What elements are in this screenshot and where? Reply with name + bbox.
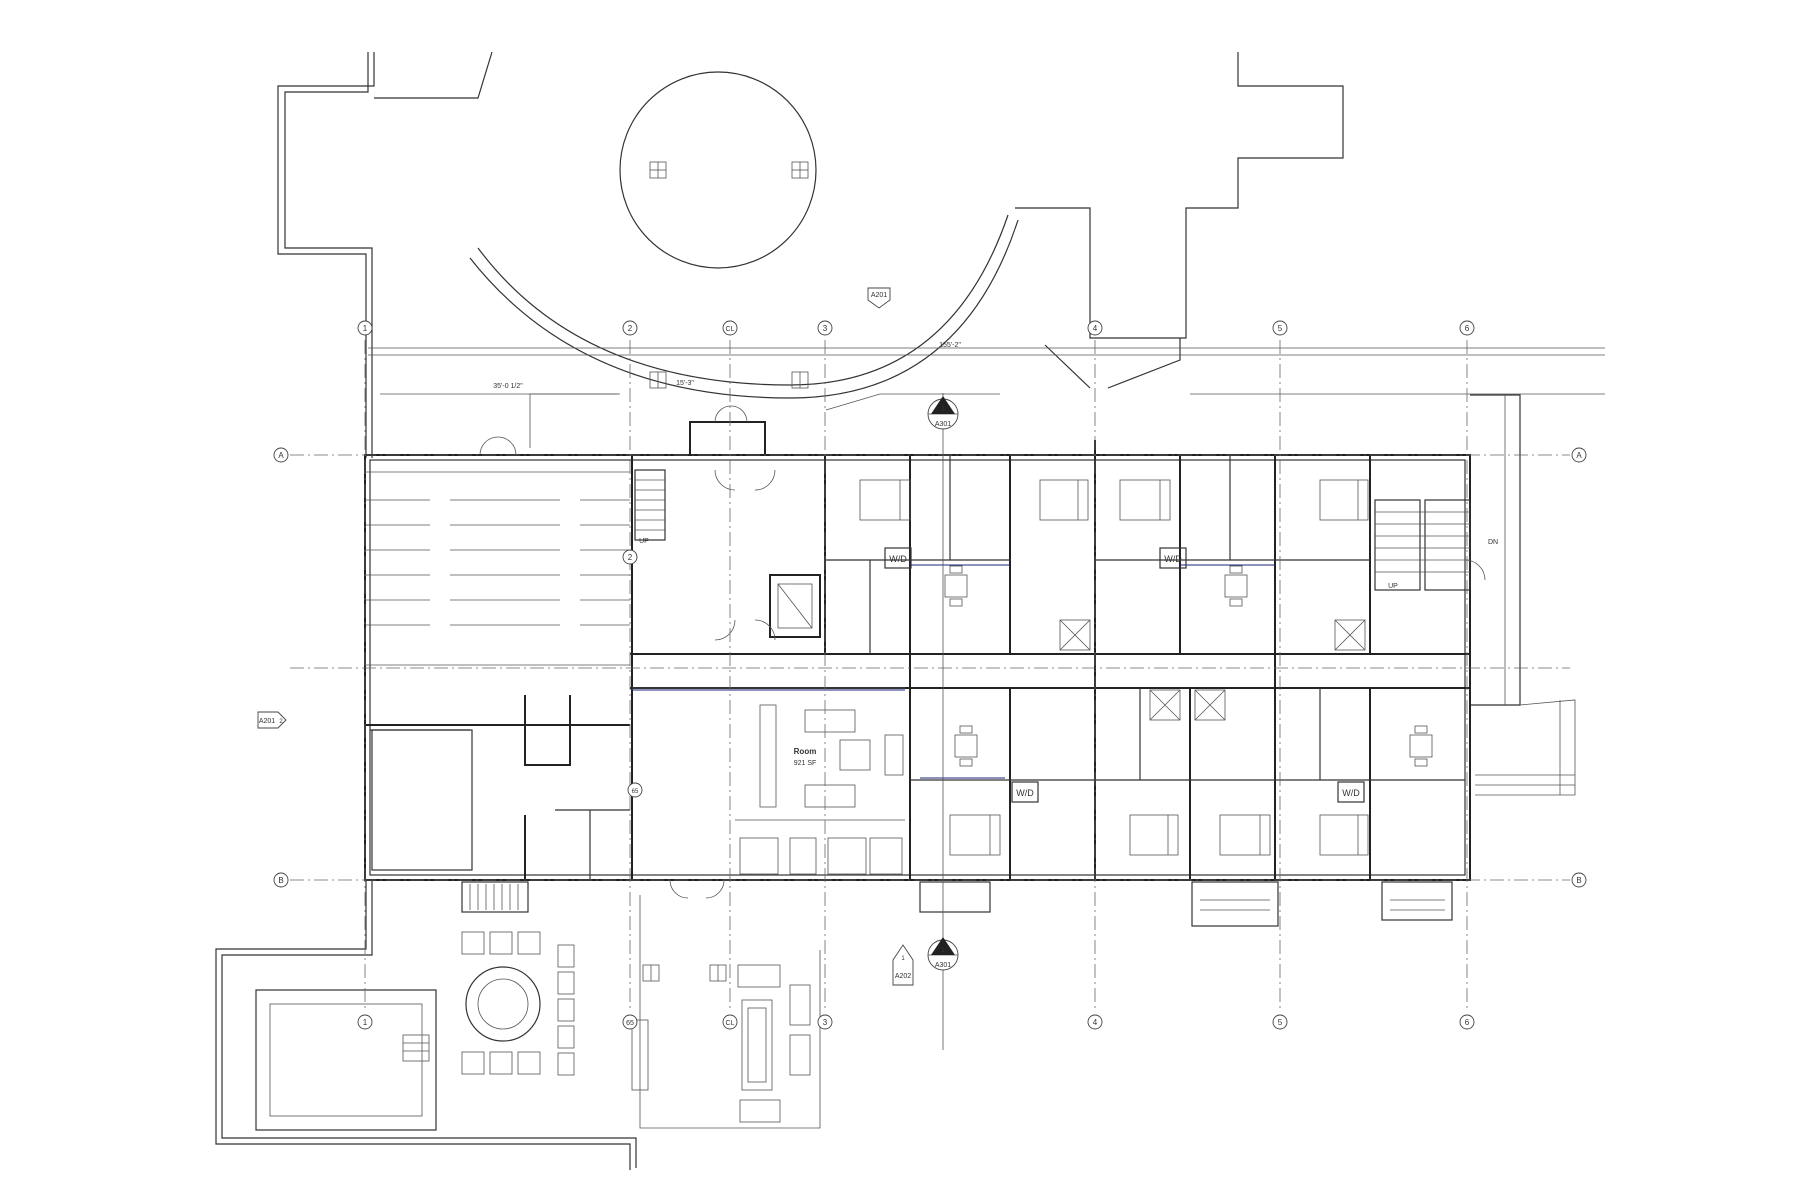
showers — [1059, 619, 1366, 721]
elevator — [769, 574, 821, 638]
wd-label: W/D — [1342, 788, 1360, 798]
doors — [479, 405, 1486, 899]
elevation-tag-left: A201 2 — [257, 711, 287, 729]
unit-walls — [825, 455, 1465, 781]
stairs — [634, 469, 1471, 591]
grid-label-bottom: 5 — [1278, 1018, 1283, 1027]
balconies — [461, 881, 1453, 927]
grid-label-top: 5 — [1278, 324, 1283, 333]
building-shell — [364, 421, 1471, 881]
grid-label-top: 1 — [363, 324, 368, 333]
room-area: 921 SF — [794, 760, 817, 767]
overall-dimension: 155'-2" — [939, 342, 961, 349]
wd-label: W/D — [889, 554, 907, 564]
grid-label-bottom: 1 — [363, 1018, 368, 1027]
grid-label-bottom: 4 — [1093, 1018, 1098, 1027]
pool — [255, 989, 437, 1131]
svg-text:2: 2 — [279, 719, 283, 725]
elevation-tag-bottom: 1 A202 — [892, 944, 914, 986]
stair-up-label: UP — [639, 538, 649, 545]
pool-area — [255, 966, 541, 1131]
beds — [859, 479, 1369, 856]
patio-chairs — [461, 931, 811, 1123]
grid-label-row: A — [278, 451, 284, 460]
fire-pit — [465, 966, 541, 1042]
wd-label: W/D — [1016, 788, 1034, 798]
grid-label-bottom: 6 — [1465, 1018, 1470, 1027]
svg-text:1: 1 — [941, 406, 945, 413]
dining-tables — [944, 565, 1433, 767]
lounge-furniture — [739, 704, 904, 875]
stair-up-label: UP — [1388, 583, 1398, 590]
grid-lines — [290, 340, 1570, 1010]
stair-down-label: DN — [1488, 539, 1498, 546]
svg-text:A201: A201 — [259, 718, 275, 725]
svg-text:1: 1 — [941, 947, 945, 954]
grid-label-row: A — [1576, 451, 1582, 460]
room-name: Room — [794, 747, 817, 756]
svg-text:A202: A202 — [895, 973, 911, 980]
left-wing-dimension: 35'-0 1/2" — [493, 383, 523, 390]
grid-label-top: 6 — [1465, 324, 1470, 333]
svg-text:A301: A301 — [935, 962, 951, 969]
grid-label-mid: 2 — [628, 553, 633, 562]
svg-text:1: 1 — [901, 956, 905, 962]
washer-dryer-closets — [884, 547, 1365, 803]
grid-label-bottom: 65 — [626, 1020, 634, 1027]
grid-label-top: 2 — [628, 324, 633, 333]
elevation-tag-top: A201 — [867, 287, 891, 309]
wd-label: W/D — [1164, 554, 1182, 564]
grid-label-row: B — [1576, 876, 1581, 885]
grid-label-bottom: 3 — [823, 1018, 828, 1027]
garage-stripes — [365, 471, 630, 666]
grid-bubbles — [273, 320, 1587, 1030]
svg-text:A201: A201 — [871, 292, 887, 299]
grid-label-row: B — [278, 876, 283, 885]
grid-label-top: 4 — [1093, 324, 1098, 333]
section-mark-bottom: 1 A301 — [927, 937, 959, 971]
svg-text:A301: A301 — [935, 421, 951, 428]
planter-boxes — [642, 161, 809, 982]
grid-label-top: CL — [726, 326, 735, 333]
site-outline — [215, 51, 1605, 1170]
grid-label-top: 3 — [823, 324, 828, 333]
fountain-circle — [619, 71, 817, 269]
short-dimension: 15'-3" — [676, 380, 694, 387]
grid-label-bottom: CL — [726, 1020, 735, 1027]
grid-label-mid: 65 — [632, 789, 639, 795]
